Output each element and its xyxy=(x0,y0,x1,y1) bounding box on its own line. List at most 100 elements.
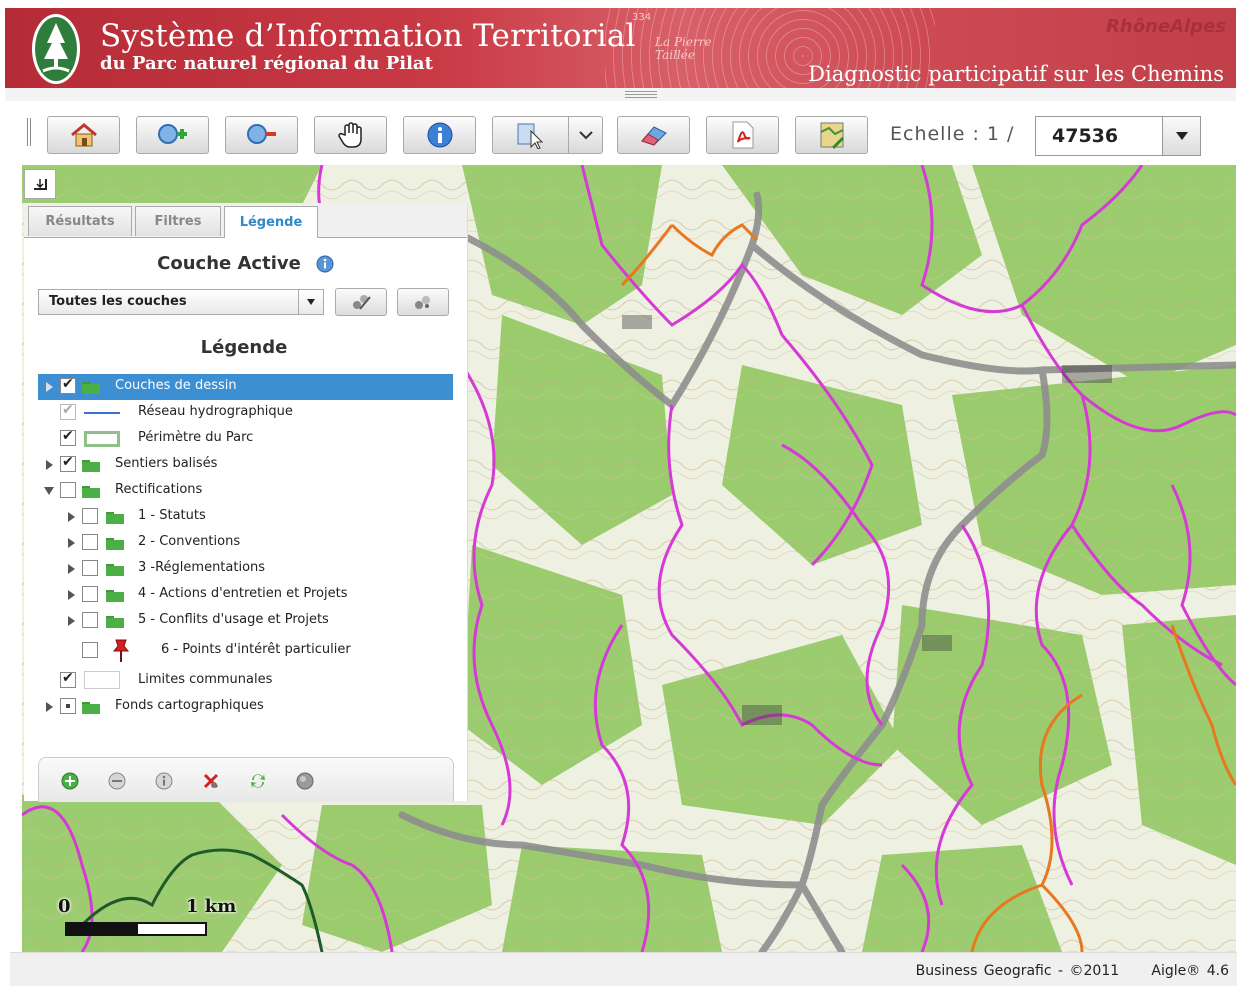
pan-hand-icon xyxy=(337,122,362,148)
panel-collapse-button[interactable] xyxy=(24,169,56,199)
folder-icon xyxy=(82,486,100,498)
legend-item-statuts[interactable]: 1 - Statuts xyxy=(38,504,453,530)
remove-icon[interactable] xyxy=(108,772,126,790)
scale-bar xyxy=(65,922,207,936)
info-icon[interactable] xyxy=(155,772,173,790)
select-icon xyxy=(517,123,543,149)
legend-item-limites-communales[interactable]: Limites communales xyxy=(38,668,453,694)
scale-dropdown-button[interactable] xyxy=(1163,116,1201,156)
globe-icon[interactable] xyxy=(296,772,314,790)
legend-item-reseau-hydrographique[interactable]: Réseau hydrographique xyxy=(38,400,453,426)
refresh-icon[interactable] xyxy=(249,772,267,790)
pdf-icon xyxy=(732,121,753,149)
layer-tool-icon xyxy=(353,295,371,310)
layer-style-button[interactable] xyxy=(397,288,449,316)
commune-boundary-symbol xyxy=(84,671,120,689)
version-text: Aigle® 4.6 xyxy=(1151,963,1229,979)
folder-icon xyxy=(106,538,124,550)
toolbar-grip[interactable] xyxy=(27,118,33,146)
eraser-button[interactable] xyxy=(617,116,690,154)
zoom-out-button[interactable] xyxy=(225,116,298,154)
zoom-in-icon xyxy=(157,124,187,144)
tab-filtres[interactable]: Filtres xyxy=(135,206,221,236)
header-splitter[interactable] xyxy=(5,88,1236,101)
export-map-button[interactable] xyxy=(795,116,868,154)
folder-icon xyxy=(82,382,100,394)
map-elevation-label: 334 xyxy=(632,12,652,23)
scale-bar-km: 1 km xyxy=(186,896,237,917)
eraser-icon xyxy=(640,126,667,146)
status-bar: Business Geografic - ©2011 Aigle® 4.6 xyxy=(10,952,1237,986)
layer-checkbox[interactable] xyxy=(82,586,98,602)
active-layer-title: Couche Active xyxy=(157,253,301,274)
layer-checkbox[interactable] xyxy=(82,508,98,524)
folder-icon xyxy=(106,590,124,602)
layer-checkbox[interactable] xyxy=(82,534,98,550)
panel-tabs: Résultats Filtres Légende xyxy=(24,203,467,238)
info-button[interactable] xyxy=(403,116,476,154)
tab-resultats[interactable]: Résultats xyxy=(28,206,132,236)
layer-checkbox[interactable] xyxy=(82,642,98,658)
pdf-export-button[interactable] xyxy=(706,116,779,154)
scale-label: Echelle : 1 / xyxy=(890,123,1015,145)
legend-item-conventions[interactable]: 2 - Conventions xyxy=(38,530,453,556)
legend-item-perimetre-du-parc[interactable]: Périmètre du Parc xyxy=(38,426,453,452)
app-tagline: Diagnostic participatif sur les Chemins xyxy=(808,62,1224,86)
legend-item-couches-de-dessin[interactable]: Couches de dessin xyxy=(38,374,453,400)
home-icon xyxy=(70,123,97,147)
legend-toolbar xyxy=(38,757,454,802)
export-map-icon xyxy=(820,122,844,150)
folder-icon xyxy=(106,512,124,524)
tab-legende[interactable]: Légende xyxy=(224,206,318,238)
pushpin-icon xyxy=(112,639,130,662)
copyright-text: Business Geografic - ©2011 xyxy=(915,963,1120,979)
zoom-out-icon xyxy=(246,124,276,144)
blue-line-symbol xyxy=(84,412,120,414)
select-dropdown-button[interactable] xyxy=(568,116,603,154)
region-logo: RhôneAlpes xyxy=(1106,16,1226,37)
scale-input[interactable] xyxy=(1035,116,1163,156)
side-panel: Résultats Filtres Légende Couche Active … xyxy=(24,203,468,802)
layer-select-value: Toutes les couches xyxy=(49,294,187,309)
park-perimeter-symbol xyxy=(84,431,120,447)
folder-icon xyxy=(82,702,100,714)
select-button[interactable] xyxy=(492,116,569,154)
header-topo-texture xyxy=(605,8,935,88)
layer-checkbox[interactable] xyxy=(60,698,76,714)
info-icon xyxy=(427,122,452,148)
add-icon[interactable] xyxy=(61,772,79,790)
delete-layer-icon[interactable] xyxy=(202,772,220,790)
pilat-logo-icon xyxy=(32,14,80,84)
triangle-down-icon xyxy=(1175,132,1188,140)
legend-item-rectifications[interactable]: Rectifications xyxy=(38,478,453,504)
app-title: Système d’Information Territorial xyxy=(100,18,636,54)
chevron-down-icon xyxy=(578,131,593,140)
splitter-grip[interactable] xyxy=(625,91,657,98)
app-subtitle: du Parc naturel régional du Pilat xyxy=(100,53,433,74)
scale-bar-zero: 0 xyxy=(58,896,71,917)
layer-checkbox[interactable] xyxy=(82,560,98,576)
pan-button[interactable] xyxy=(314,116,387,154)
legend-title: Légende xyxy=(200,337,288,358)
layer-select[interactable]: Toutes les couches xyxy=(38,289,324,315)
home-button[interactable] xyxy=(47,116,120,154)
legend-item-sentiers-balises[interactable]: Sentiers balisés xyxy=(38,452,453,478)
layer-checkbox[interactable] xyxy=(60,454,76,472)
layer-properties-button[interactable] xyxy=(335,288,387,316)
layer-checkbox[interactable] xyxy=(60,402,76,420)
legend-item-fonds-cartographiques[interactable]: Fonds cartographiques xyxy=(38,694,453,720)
map-toolbar: Echelle : 1 / xyxy=(15,101,1236,165)
layer-checkbox[interactable] xyxy=(60,670,76,688)
layer-checkbox[interactable] xyxy=(60,482,76,498)
legend-item-points-interet[interactable]: 6 - Points d'intérêt particulier xyxy=(38,636,453,664)
layer-checkbox[interactable] xyxy=(82,612,98,628)
layer-checkbox[interactable] xyxy=(60,376,76,394)
legend-item-actions-entretien[interactable]: 4 - Actions d'entretien et Projets xyxy=(38,582,453,608)
info-icon[interactable] xyxy=(316,255,334,273)
legend-item-reglementations[interactable]: 3 -Réglementations xyxy=(38,556,453,582)
legend-item-conflits-usage[interactable]: 5 - Conflits d'usage et Projets xyxy=(38,608,453,634)
zoom-in-button[interactable] xyxy=(136,116,209,154)
layer-checkbox[interactable] xyxy=(60,428,76,446)
